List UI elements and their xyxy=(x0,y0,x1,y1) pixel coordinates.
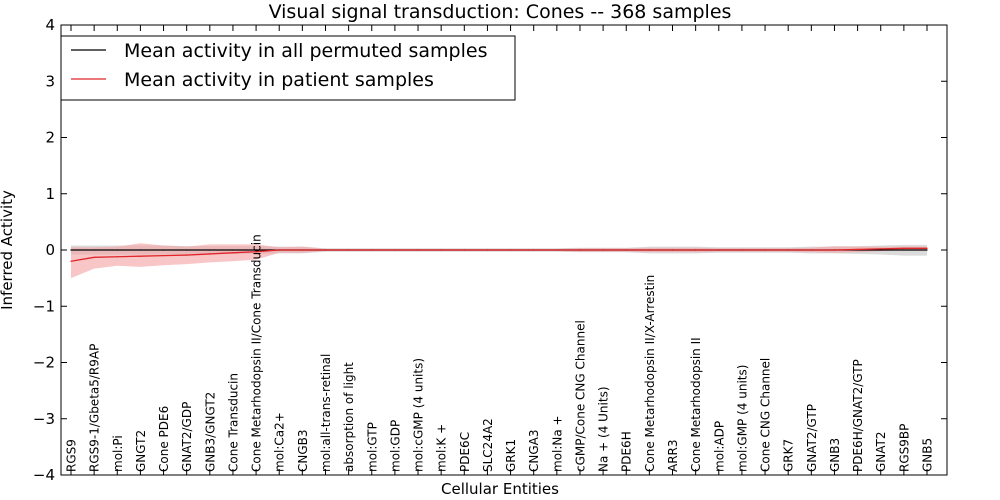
category-label: PDE6H/GNAT2/GTP xyxy=(851,359,865,472)
category-label: cGMP/Cone CNG Channel xyxy=(574,320,588,472)
category-label: mol:Pi xyxy=(111,435,125,472)
category-label: mol:K + xyxy=(435,424,449,472)
category-label: mol:all-trans-retinal xyxy=(319,354,333,472)
y-tick-label: −3 xyxy=(33,410,55,428)
category-label: Cone Metarhodopsin II/X-Arrestin xyxy=(643,275,657,472)
lines-layer xyxy=(70,247,928,262)
category-label: mol:GDP xyxy=(388,420,402,472)
category-label: Cone CNG Channel xyxy=(759,358,773,472)
series-1-segment xyxy=(880,247,905,250)
category-label: GNAT2 xyxy=(874,431,888,472)
y-tick-label: −1 xyxy=(33,297,55,315)
category-label: mol:Na + xyxy=(550,415,564,472)
category-label: mol:ADP xyxy=(712,421,726,472)
category-label: GRK1 xyxy=(504,439,518,472)
y-tick-label: 1 xyxy=(45,185,55,203)
series-1-segment xyxy=(255,249,280,253)
category-label: RGS9BP xyxy=(897,424,911,472)
series-1-segment xyxy=(162,254,188,257)
category-label: ARR3 xyxy=(666,439,680,472)
category-label: absorption of light xyxy=(342,362,356,472)
y-tick-label: 2 xyxy=(45,129,55,147)
category-label: mol:GTP xyxy=(365,422,379,472)
series-1-segment xyxy=(209,252,234,255)
series-1-segment xyxy=(833,248,859,251)
chart-title: Visual signal transduction: Cones -- 368… xyxy=(269,1,732,23)
category-label: PDE6C xyxy=(458,432,472,472)
bands-layer xyxy=(71,243,927,279)
legend-label-permuted: Mean activity in all permuted samples xyxy=(124,40,487,62)
legend: Mean activity in all permuted samples Me… xyxy=(60,35,516,101)
category-label: RGS9-1/Gbeta5/R9AP xyxy=(88,344,102,472)
category-label: Cone PDE6 xyxy=(157,406,171,472)
category-label: GNAT2/GDP xyxy=(180,402,194,472)
category-labels-layer: RGS9 RGS9-1/Gbeta5/R9AP mol:Pi GNGT2 Cone PD… xyxy=(65,234,935,472)
series-1-segment xyxy=(139,254,165,257)
category-label: CNGB3 xyxy=(296,429,310,472)
category-label: mol:GMP (4 units) xyxy=(735,365,749,472)
legend-label-patient: Mean activity in patient samples xyxy=(124,69,434,91)
series-band-1 xyxy=(71,243,927,279)
y-axis-label: Inferred Activity xyxy=(0,190,16,310)
series-1-segment xyxy=(116,255,142,258)
legend-box xyxy=(60,35,516,101)
x-axis-label: Cellular Entities xyxy=(441,480,559,498)
category-label: GNB3/GNGT2 xyxy=(203,392,217,472)
category-label: GNGT2 xyxy=(134,430,148,472)
series-1-segment xyxy=(232,251,257,254)
y-tick-label: −2 xyxy=(33,354,55,372)
axes-layer: 4 3 2 1 0 −1 −2 −3 −4 xyxy=(33,16,948,484)
category-label: GNAT2/GTP xyxy=(805,404,819,472)
category-label: CNGA3 xyxy=(527,430,541,473)
category-label: Na + (4 Units) xyxy=(597,386,611,472)
category-label: RGS9 xyxy=(65,439,79,472)
category-label: SLC24A2 xyxy=(481,418,495,472)
y-tick-label: 3 xyxy=(45,72,55,90)
category-label: PDE6H xyxy=(620,431,634,472)
category-label: mol:cGMP (4 units) xyxy=(412,358,426,472)
y-tick-label: −4 xyxy=(33,466,55,484)
series-1-segment xyxy=(93,256,118,258)
category-label: Cone Transducin xyxy=(226,373,240,472)
category-label: Cone Metarhodopsin II xyxy=(689,337,703,472)
category-label: GNB5 xyxy=(921,438,935,472)
category-label: Cone Metarhodopsin II/Cone Transducin xyxy=(250,234,264,472)
series-1-segment xyxy=(186,253,211,256)
y-tick-label: 4 xyxy=(45,16,55,34)
y-tick-label: 0 xyxy=(45,241,55,259)
category-label: GRK7 xyxy=(782,439,796,472)
series-1-segment xyxy=(856,248,882,251)
series-1-segment xyxy=(70,256,95,262)
category-label: mol:Ca2+ xyxy=(273,412,287,472)
category-label: GNB3 xyxy=(828,438,842,472)
